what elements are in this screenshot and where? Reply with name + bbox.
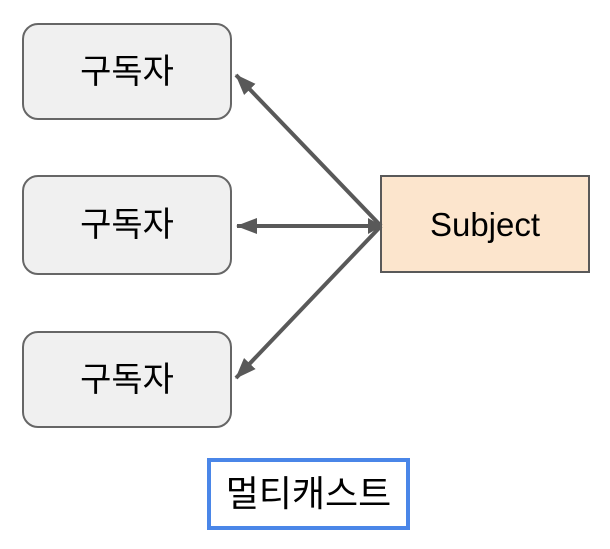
subject-box: Subject bbox=[380, 175, 590, 273]
subscriber-box-3: 구독자 bbox=[22, 331, 232, 428]
subject-label: Subject bbox=[429, 205, 541, 243]
subscriber-1-label: 구독자 bbox=[80, 52, 174, 91]
subscriber-box-1: 구독자 bbox=[22, 23, 232, 120]
subscriber-2-label: 구독자 bbox=[80, 206, 174, 244]
subscriber-3-label: 구독자 bbox=[80, 360, 174, 399]
subscriber-box-2: 구독자 bbox=[22, 175, 232, 275]
caption-box: 멀티캐스트 bbox=[207, 458, 410, 530]
caption-label: 멀티캐스트 bbox=[225, 473, 392, 514]
arrow-subject-to-subscriber-3 bbox=[234, 224, 383, 380]
arrow-subject-to-subscriber-1 bbox=[234, 73, 383, 228]
